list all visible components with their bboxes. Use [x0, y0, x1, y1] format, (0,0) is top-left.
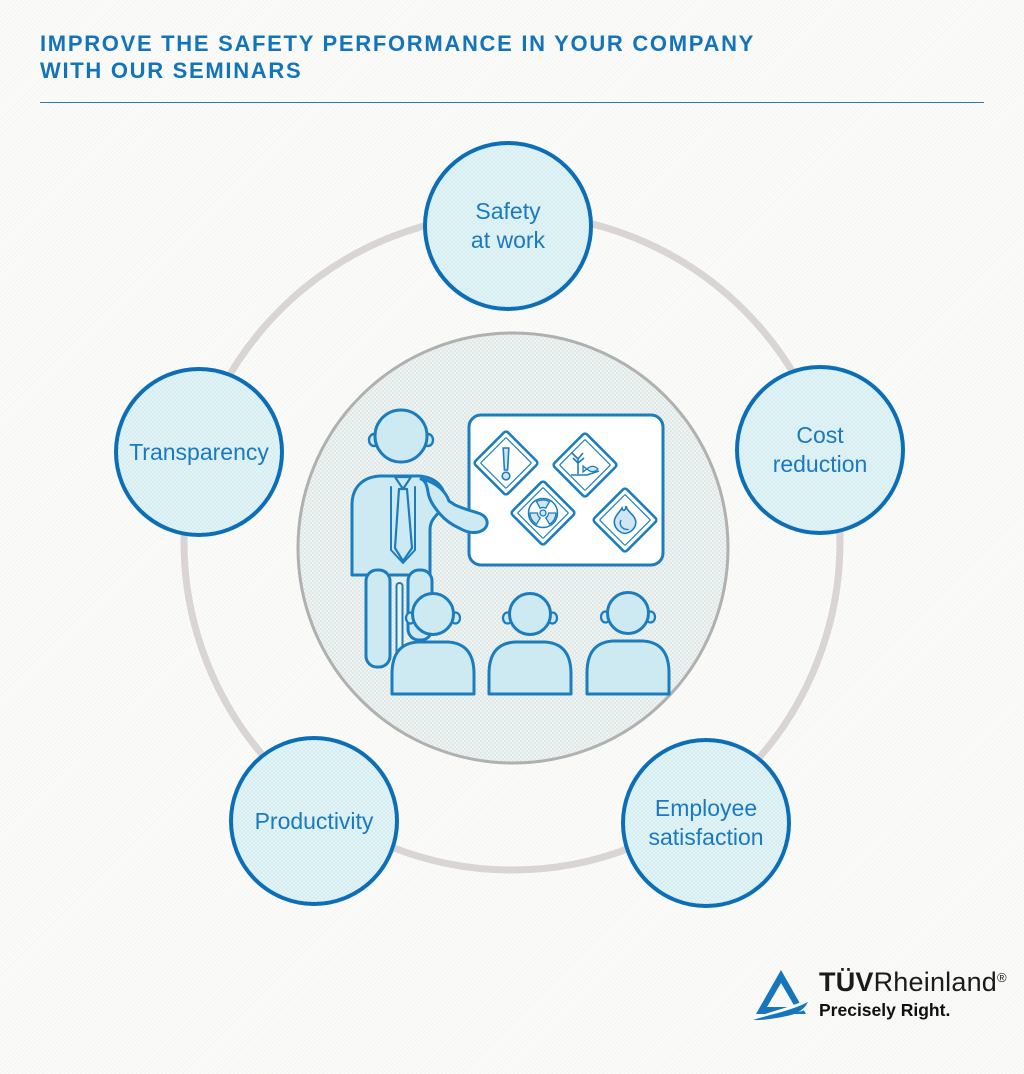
node-label: Transparency: [129, 438, 269, 465]
logo-wordmark: TÜVRheinland®: [819, 963, 1007, 997]
audience-figure: [487, 592, 573, 696]
node-safety-at-work: Safety at work: [423, 141, 593, 311]
presenter-tie: [393, 487, 414, 563]
audience-figures: [390, 591, 671, 696]
logo-rheinland: Rheinland: [873, 967, 998, 997]
warning-sign-icon: [473, 430, 539, 496]
environment-hazard-icon: [552, 432, 618, 498]
registered-mark: ®: [997, 970, 1007, 985]
presenter-leg-left: [364, 568, 392, 669]
node-transparency: Transparency: [114, 367, 284, 537]
logo-tuv: TÜV: [819, 967, 874, 997]
flammable-hazard-icon: [592, 487, 658, 553]
tuv-rheinland-logo: TÜVRheinland® Precisely Right.: [752, 963, 1007, 1025]
presenter-tie-knot: [393, 475, 413, 491]
presenter-arm: [419, 477, 489, 534]
node-label: Cost reduction: [772, 422, 868, 477]
node-productivity: Productivity: [229, 736, 399, 906]
node-label: Productivity: [254, 807, 374, 834]
logo-text: TÜVRheinland® Precisely Right.: [819, 963, 1007, 1021]
page-title: IMPROVE THE SAFETY PERFORMANCE IN YOUR C…: [40, 30, 960, 84]
audience-figure: [390, 592, 476, 696]
page-title-line1: IMPROVE THE SAFETY PERFORMANCE IN YOUR C…: [40, 31, 756, 56]
presenter-vest-line: [390, 486, 416, 564]
tuv-triangle-icon: [752, 970, 810, 1025]
header-divider: [40, 102, 984, 103]
presenter-head: [373, 408, 429, 464]
node-label: Safety at work: [470, 198, 546, 253]
page-title-line2: WITH OUR SEMINARS: [40, 58, 303, 83]
node-cost-reduction: Cost reduction: [735, 365, 905, 535]
radiation-hazard-icon: [510, 480, 576, 546]
node-label: Employee satisfaction: [648, 795, 764, 850]
node-employee-satisfaction: Employee satisfaction: [621, 738, 791, 908]
presenter-figure: [350, 408, 489, 669]
audience-figure: [585, 591, 671, 696]
logo-tagline: Precisely Right.: [819, 1000, 951, 1020]
